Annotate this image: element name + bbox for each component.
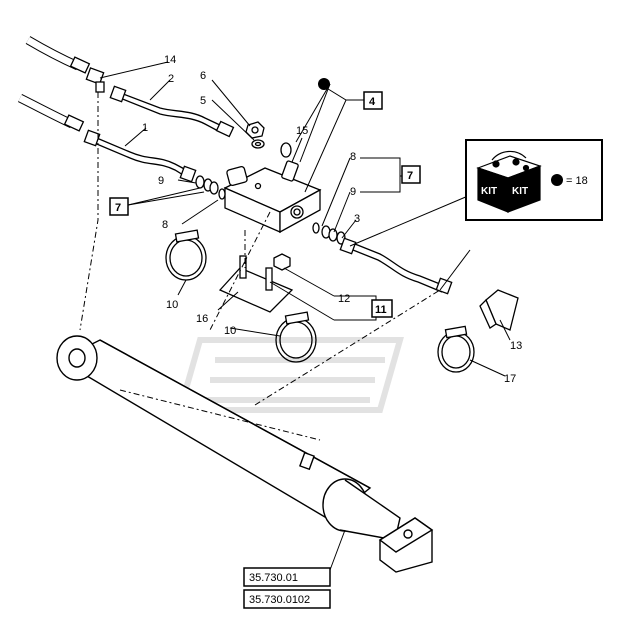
svg-text:7: 7 (115, 202, 121, 214)
kit-leader (349, 195, 469, 247)
fitting-15 (280, 142, 299, 182)
callout-5: 5 (200, 95, 206, 107)
callout-14: 14 (164, 54, 176, 66)
boxed-callout-7-right: 7 (401, 165, 421, 184)
kit-equals-18: = 18 (566, 175, 588, 187)
hose-lower (17, 93, 85, 132)
callout-13: 13 (510, 340, 522, 352)
valve-block (223, 165, 322, 234)
callout-17: 17 (504, 373, 516, 385)
seals-left (195, 175, 226, 200)
callout-10-lower: 10 (224, 325, 236, 337)
svg-text:4: 4 (369, 96, 376, 108)
pipe-2 (109, 85, 235, 138)
callout-6: 6 (200, 70, 206, 82)
boxed-callout-7-left: 7 (109, 197, 129, 216)
callout-8-right: 8 (350, 151, 356, 163)
callout-8-left: 8 (162, 219, 168, 231)
bracket-13 (479, 289, 519, 331)
boxed-callout-4: 4 (363, 91, 383, 110)
kit-label-left: KIT (481, 186, 497, 197)
watermark-logo (176, 337, 404, 413)
callout-10-upper: 10 (166, 299, 178, 311)
pipe-1 (83, 129, 197, 183)
callout-3: 3 (354, 213, 360, 225)
svg-text:7: 7 (407, 170, 413, 182)
hydraulic-cylinder (56, 335, 434, 573)
kit-box-icon (476, 150, 542, 213)
kit-dot (551, 174, 563, 186)
seals-right (312, 222, 346, 245)
hose-clamp-17 (437, 325, 475, 373)
callout-16: 16 (196, 313, 208, 325)
hose-clamp-10-lower (275, 311, 317, 363)
nut-6 (245, 121, 265, 139)
leader-lines (99, 61, 511, 571)
reference-box-1: 35.730.01 (243, 567, 331, 587)
hose-upper (25, 36, 91, 74)
svg-text:11: 11 (375, 304, 387, 316)
boxed-callout-11: 11 (371, 299, 393, 318)
kit-marker-dot (318, 78, 330, 90)
kit-label-right: KIT (512, 186, 528, 197)
callout-9-right: 9 (350, 186, 356, 198)
callout-2: 2 (168, 73, 174, 85)
callout-15: 15 (296, 125, 308, 137)
fitting-elbow-14 (85, 67, 105, 93)
svg-text:35.730.0102: 35.730.0102 (249, 594, 310, 606)
svg-text:35.730.01: 35.730.01 (249, 572, 298, 584)
reference-box-2: 35.730.0102 (243, 589, 331, 609)
kit-legend: KIT KIT = 18 (465, 139, 603, 221)
bracket-16 (218, 253, 294, 313)
callout-9-left: 9 (158, 175, 164, 187)
hose-clamp-10-upper (165, 229, 207, 281)
callout-1: 1 (142, 122, 148, 134)
dashed-leaders (79, 92, 441, 441)
washer-5 (251, 139, 265, 149)
callout-12: 12 (338, 293, 350, 305)
pipe-3 (339, 237, 453, 295)
